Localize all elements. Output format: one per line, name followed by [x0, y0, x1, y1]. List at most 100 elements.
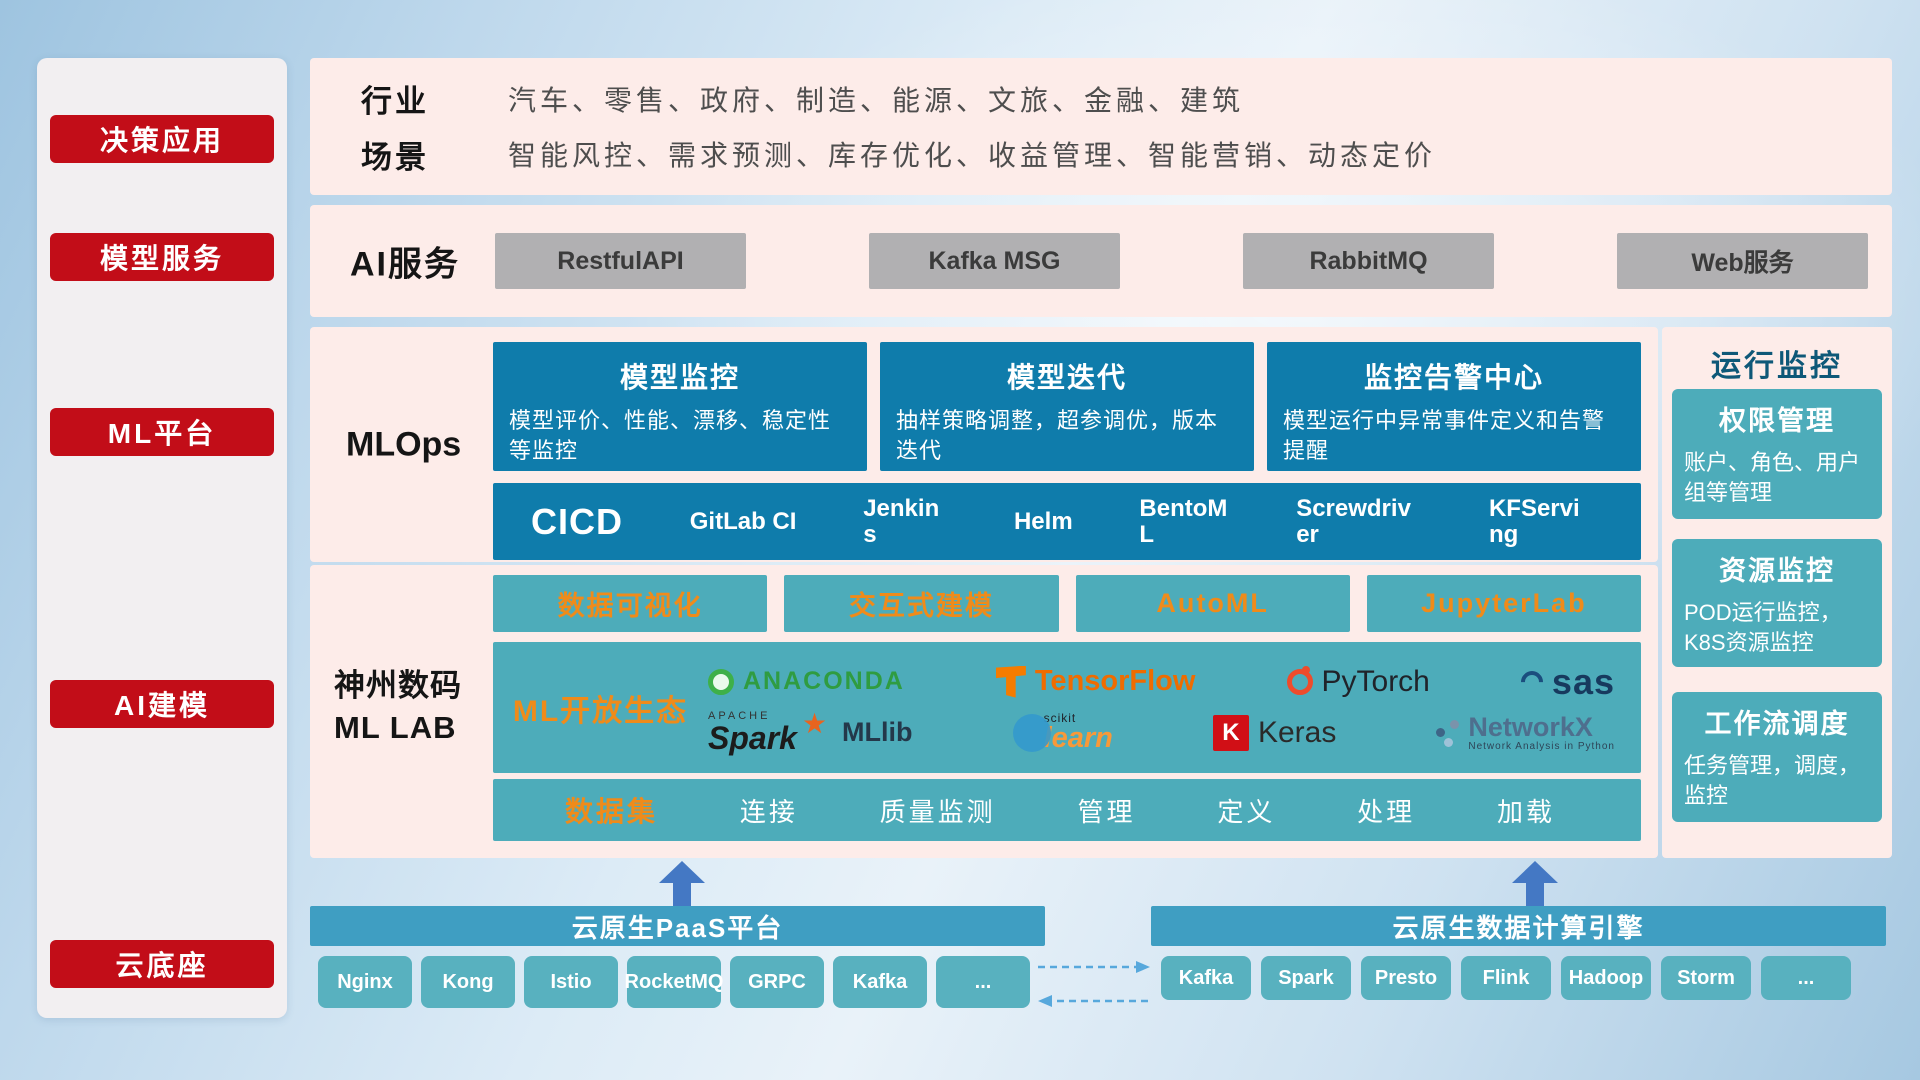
card-title: 监控告警中心 — [1363, 362, 1544, 393]
cicd-item-helm: Helm — [1013, 507, 1073, 535]
ml-lab-label-line1: 神州数码 — [334, 668, 462, 703]
left-sidebar: 决策应用 模型服务 ML平台 AI建模 云底座 — [37, 58, 287, 1018]
cicd-item-screwdriver: Screwdriver — [1296, 494, 1411, 548]
card-desc: 模型运行中异常事件定义和告警提醒 — [1283, 408, 1606, 463]
card-desc: 抽样策略调整，超参调优，版本迭代 — [896, 408, 1219, 463]
networkx-text-stack: NetworkX Network Analysis in Python — [1468, 713, 1615, 752]
anaconda-logo: ANACONDA — [708, 667, 905, 696]
jupyterlab-chip[interactable]: JupyterLab — [1366, 575, 1641, 632]
spark-text: Spark — [708, 720, 797, 757]
alert-center-card: 监控告警中心 模型运行中异常事件定义和告警提醒 — [1267, 342, 1641, 471]
rabbitmq-button[interactable]: RabbitMQ — [1243, 233, 1494, 289]
spark-chip[interactable]: Spark — [1261, 956, 1351, 1000]
cicd-label: CICD — [531, 500, 623, 542]
sidebar-item-cloud-base[interactable]: 云底座 — [50, 940, 274, 988]
mlops-label: MLOps — [346, 425, 462, 463]
spark-mllib-logo: APACHE Spark ★ MLlib — [708, 708, 913, 757]
scikit-text-stack: scikit learn — [1044, 712, 1113, 753]
spark-star-icon: ★ — [801, 708, 828, 740]
flink-chip[interactable]: Flink — [1461, 956, 1551, 1000]
ai-service-panel: AI服务 RestfulAPI Kafka MSG RabbitMQ Web服务 — [310, 205, 1892, 317]
dataset-item-quality: 质量监测 — [879, 796, 996, 827]
arrow-head — [1512, 861, 1558, 883]
sidebar-item-model-service[interactable]: 模型服务 — [50, 233, 274, 281]
more-chip[interactable]: ... — [1761, 956, 1851, 1000]
mllib-text: MLlib — [842, 717, 913, 748]
up-arrow-engine — [1512, 861, 1558, 908]
card-desc: 任务管理，调度，监控 — [1684, 753, 1861, 808]
dataset-item-process: 处理 — [1357, 796, 1416, 827]
paas-platform-bar: 云原生PaaS平台 — [310, 906, 1045, 946]
data-visualization-chip[interactable]: 数据可视化 — [493, 575, 768, 632]
istio-chip[interactable]: Istio — [524, 956, 618, 1008]
tensorflow-icon — [995, 665, 1026, 698]
pytorch-icon — [1286, 665, 1313, 695]
cicd-bar: CICD GitLab CI Jenkins Helm BentoML Scre… — [493, 483, 1641, 560]
learn-text: learn — [1043, 722, 1113, 755]
card-desc: POD运行监控，K8S资源监控 — [1684, 600, 1842, 655]
tensorflow-text: TensorFlow — [1034, 665, 1196, 698]
web-service-button[interactable]: Web服务 — [1617, 233, 1868, 289]
arrow-shaft — [673, 883, 691, 908]
ml-lab-panel: 神州数码 ML LAB 数据可视化 交互式建模 AutoML JupyterLa… — [310, 565, 1658, 858]
arrow-head — [659, 861, 705, 883]
interactive-modeling-chip[interactable]: 交互式建模 — [784, 575, 1059, 632]
scenario-row: 场景 智能风控、需求预测、库存优化、收益管理、智能营销、动态定价 — [310, 132, 1892, 177]
arrow-shaft — [1526, 883, 1544, 908]
data-engine-bar: 云原生数据计算引擎 — [1151, 906, 1886, 946]
scenario-content: 智能风控、需求预测、库存优化、收益管理、智能营销、动态定价 — [508, 140, 1437, 172]
card-title: 模型监控 — [619, 362, 740, 393]
scenario-label: 场景 — [361, 139, 429, 175]
rocketmq-chip[interactable]: RocketMQ — [625, 956, 723, 1008]
apache-text: APACHE — [708, 710, 771, 723]
tensorflow-logo: TensorFlow — [995, 665, 1196, 698]
anaconda-icon — [708, 668, 734, 695]
sidebar-item-decision-app[interactable]: 决策应用 — [50, 115, 274, 163]
card-title: 资源监控 — [1719, 556, 1835, 586]
dataset-item-manage: 管理 — [1077, 796, 1136, 827]
ml-open-ecosystem-label: ML开放生态 — [512, 694, 689, 728]
storm-chip[interactable]: Storm — [1661, 956, 1751, 1000]
kafka-chip[interactable]: Kafka — [1161, 956, 1251, 1000]
sidebar-item-ai-modeling[interactable]: AI建模 — [50, 680, 274, 728]
card-desc: 模型评价、性能、漂移、稳定性等监控 — [509, 408, 832, 463]
sidebar-item-ml-platform[interactable]: ML平台 — [50, 408, 274, 456]
card-title: 工作流调度 — [1704, 709, 1850, 739]
kong-chip[interactable]: Kong — [421, 956, 515, 1008]
permission-management-card: 权限管理 账户、角色、用户组等管理 — [1672, 389, 1882, 519]
kafka-chip[interactable]: Kafka — [833, 956, 927, 1008]
pytorch-logo: PyTorch — [1286, 664, 1430, 699]
cicd-item-gitlab-ci: GitLab CI — [689, 507, 797, 535]
industry-scenario-panel: 行业 汽车、零售、政府、制造、能源、文旅、金融、建筑 场景 智能风控、需求预测、… — [310, 58, 1892, 195]
restfulapi-button[interactable]: RestfulAPI — [495, 233, 746, 289]
pytorch-text: PyTorch — [1321, 664, 1430, 698]
ml-lab-tools: 数据可视化 交互式建模 AutoML JupyterLab — [493, 575, 1641, 632]
dataset-item-load: 加载 — [1496, 796, 1555, 827]
kafka-msg-button[interactable]: Kafka MSG — [869, 233, 1120, 289]
card-desc: 账户、角色、用户组等管理 — [1684, 450, 1861, 505]
model-iteration-card: 模型迭代 抽样策略调整，超参调优，版本迭代 — [880, 342, 1254, 471]
scikit-learn-icon — [1012, 713, 1051, 752]
ml-lab-label-line2: ML LAB — [334, 709, 457, 745]
anaconda-text: ANACONDA — [743, 667, 905, 696]
ecosystem-logos: ANACONDA TensorFlow PyTorch sas — [708, 642, 1641, 773]
ml-open-ecosystem-box: ML开放生态 ANACONDA TensorFlow PyTorch — [493, 642, 1641, 773]
ecosystem-row-2: APACHE Spark ★ MLlib scikit learn — [708, 708, 1615, 757]
dataset-row: 数据集 连接 质量监测 管理 定义 处理 加载 — [493, 779, 1641, 841]
nginx-chip[interactable]: Nginx — [318, 956, 412, 1008]
grpc-chip[interactable]: GRPC — [730, 956, 824, 1008]
paas-chips: Nginx Kong Istio RocketMQ GRPC Kafka ... — [318, 956, 1030, 1008]
presto-chip[interactable]: Presto — [1361, 956, 1451, 1000]
dataset-label: 数据集 — [565, 796, 659, 827]
networkx-text: NetworkX — [1468, 712, 1593, 743]
cicd-item-jenkins: Jenkins — [863, 494, 940, 548]
automl-chip[interactable]: AutoML — [1075, 575, 1350, 632]
ml-lab-label: 神州数码 ML LAB — [334, 665, 492, 749]
dataset-item-connect: 连接 — [739, 796, 798, 827]
hadoop-chip[interactable]: Hadoop — [1561, 956, 1651, 1000]
networkx-subtext: Network Analysis in Python — [1468, 740, 1615, 752]
sas-text: sas — [1551, 660, 1615, 702]
more-chip[interactable]: ... — [936, 956, 1030, 1008]
dashed-connector-arrows — [1038, 961, 1150, 1007]
